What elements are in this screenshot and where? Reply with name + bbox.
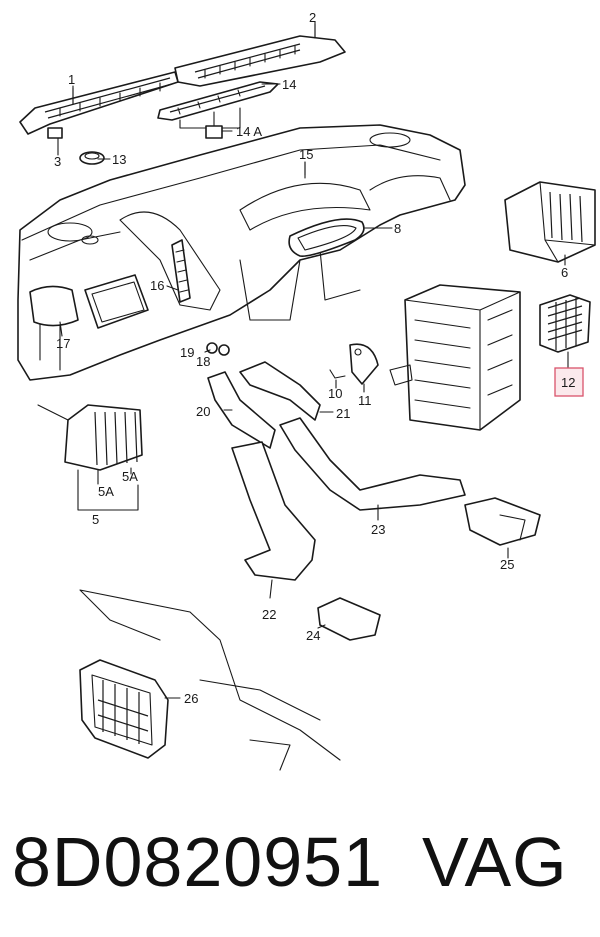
callout-2: 2 xyxy=(309,10,316,25)
callout-14: 14 xyxy=(282,77,296,92)
callout-20: 20 xyxy=(196,404,210,419)
callout-5a-right: 5A xyxy=(122,469,138,484)
part-10-pin xyxy=(329,369,346,389)
part-5-vent xyxy=(37,404,143,511)
part-24-outlet xyxy=(317,597,381,641)
callout-19: 19 xyxy=(180,345,194,360)
part-15-dashboard xyxy=(17,124,466,381)
callout-5: 5 xyxy=(92,512,99,527)
part-17-side-panel xyxy=(29,285,79,337)
part-26-vent xyxy=(79,659,169,759)
callout-11: 11 xyxy=(358,393,372,408)
callout-1: 1 xyxy=(68,72,75,87)
part-21-duct xyxy=(239,361,321,421)
callout-15: 15 xyxy=(299,147,313,162)
left-center-vent xyxy=(84,274,149,329)
part-16-trim xyxy=(171,239,191,303)
car-body-outline xyxy=(79,589,341,771)
part-22-duct xyxy=(231,441,316,581)
callout-16: 16 xyxy=(150,278,164,293)
part-8-vent-frame xyxy=(288,218,393,257)
callout-25: 25 xyxy=(500,557,514,572)
callout-3: 3 xyxy=(54,154,61,169)
callout-14a: 14 A xyxy=(236,124,262,139)
part-14a-clip xyxy=(205,111,223,139)
callout-24: 24 xyxy=(306,628,320,643)
leader-lines xyxy=(72,23,509,699)
part-25-outlet xyxy=(464,497,541,546)
part-18-nut xyxy=(218,344,230,356)
part-6-side-vent xyxy=(504,181,596,266)
part-11-sector xyxy=(349,343,379,393)
parts-diagram: 2 1 14 14 A 3 13 15 8 6 16 17 19 18 10 1… xyxy=(17,10,596,771)
callout-23: 23 xyxy=(371,522,385,537)
part-13-plug xyxy=(79,151,105,165)
callout-21: 21 xyxy=(336,406,350,421)
callout-18: 18 xyxy=(196,354,210,369)
part-2-defroster-duct xyxy=(174,21,346,87)
callout-26: 26 xyxy=(184,691,198,706)
part-number: 8D0820951 xyxy=(12,823,383,901)
callout-10: 10 xyxy=(328,386,342,401)
footer: 8D0820951 VAG xyxy=(0,812,600,922)
callout-13: 13 xyxy=(112,152,126,167)
heater-control-unit xyxy=(389,284,521,431)
callout-8: 8 xyxy=(394,221,401,236)
part-19-washer xyxy=(206,342,218,354)
callout-22: 22 xyxy=(262,607,276,622)
part-12-grille xyxy=(539,294,591,369)
callout-17: 17 xyxy=(56,336,70,351)
part-20-duct xyxy=(207,371,276,449)
callout-5a-left: 5A xyxy=(98,484,114,499)
highlight-box-12 xyxy=(554,367,584,397)
part-3-clip xyxy=(47,127,63,156)
brand-name: VAG xyxy=(422,823,568,901)
part-1-defroster-strip xyxy=(19,71,179,135)
part-14-vent-strip xyxy=(157,81,281,129)
callout-12: 12 xyxy=(561,375,575,390)
exploded-view-drawing: 2 1 14 14 A 3 13 15 8 6 16 17 19 18 10 1… xyxy=(17,10,596,771)
part-23-duct xyxy=(279,417,466,511)
callout-6: 6 xyxy=(561,265,568,280)
